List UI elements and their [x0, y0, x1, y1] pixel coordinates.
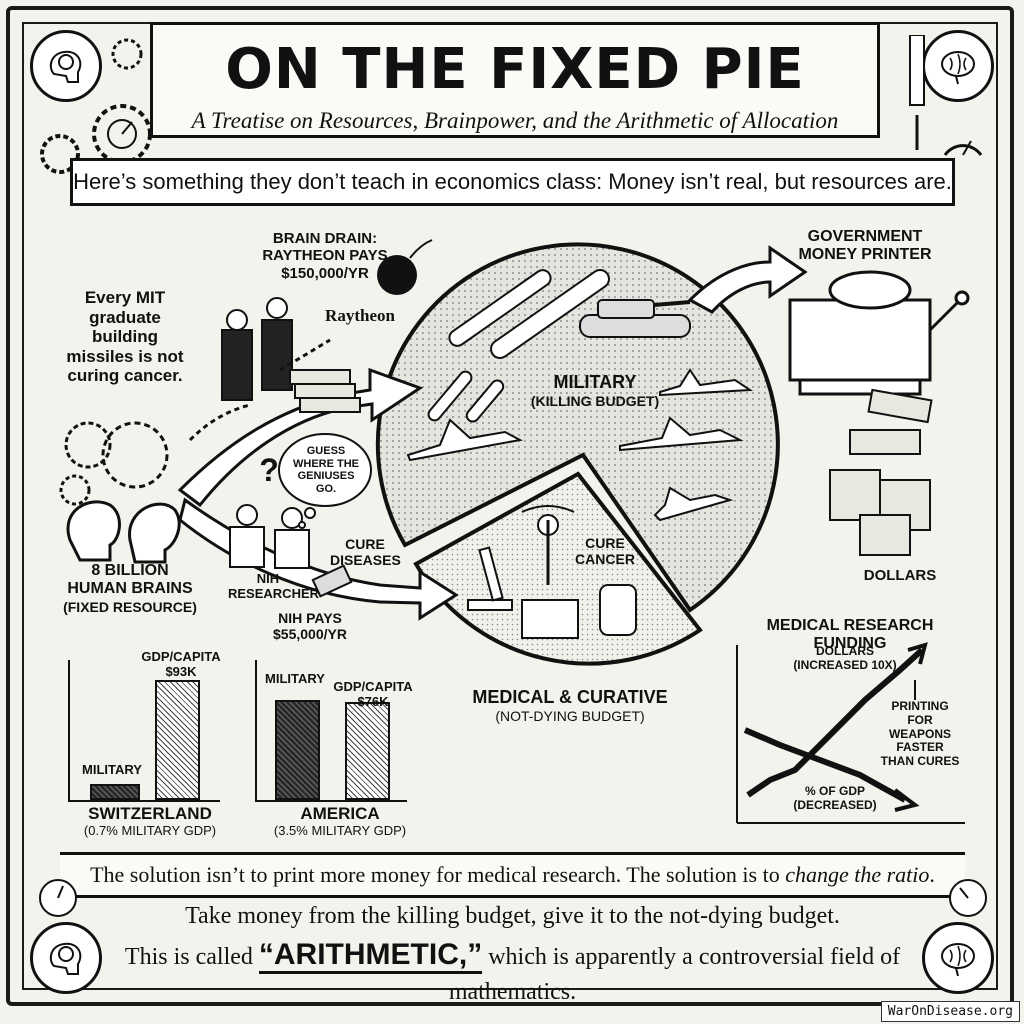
- military-label: MILITARY (KILLING BUDGET): [530, 372, 660, 409]
- america-gdp-bar: [345, 701, 390, 800]
- america-gdp-label: GDP/CAPITA$76K: [333, 679, 413, 709]
- printer-label: GOVERNMENT MONEY PRINTER: [798, 228, 932, 264]
- gdp-line: [743, 727, 907, 803]
- america-sub: (3.5% MILITARY GDP): [273, 823, 407, 838]
- nih-pays-label: NIH PAYS $55,000/YR: [273, 610, 347, 643]
- switzerland-military-bar: [90, 784, 140, 800]
- compass-icon: [39, 879, 77, 917]
- closing-line-2: This is called “ARITHMETIC,” which is ap…: [124, 937, 901, 1005]
- ruler-gauge-icon: [909, 35, 983, 156]
- gauge-icon: [949, 879, 987, 917]
- america-military-bar: [275, 700, 320, 800]
- cure-cancer-label: CURE CANCER: [575, 535, 635, 568]
- funding-note: PRINTING FOR WEAPONS FASTER THAN CURES: [880, 699, 960, 769]
- switzerland-military-label: MILITARY: [82, 762, 142, 777]
- mit-quote: Every MIT graduate building missiles is …: [66, 288, 184, 386]
- bomb-icon: [377, 255, 417, 295]
- america-military-label: MILITARY: [265, 671, 325, 686]
- outer-frame: [6, 6, 1014, 1006]
- raytheon-logo: Raytheon: [325, 306, 395, 325]
- medical-label: MEDICAL & CURATIVE (NOT-DYING BUDGET): [472, 687, 668, 724]
- dollars-label: DOLLARS: [863, 567, 937, 584]
- funding-chart-title: MEDICAL RESEARCH FUNDING: [766, 617, 934, 653]
- america-chart: [255, 660, 407, 802]
- flow-arrow-printer: [687, 245, 808, 314]
- switzerland-gdp-bar: [155, 680, 200, 800]
- switzerland-sub: (0.7% MILITARY GDP): [83, 823, 217, 838]
- funding-dollars-label: DOLLARS (INCREASED 10X): [793, 644, 897, 672]
- brain-medallion-icon: [922, 922, 994, 994]
- cure-diseases-label: CURE DISEASES: [330, 536, 401, 569]
- watermark[interactable]: WarOnDisease.org: [880, 1001, 1020, 1022]
- money-printer-icon: [788, 270, 970, 396]
- intro-banner: Here’s something they don’t teach in eco…: [70, 158, 955, 206]
- brains-label: 8 BILLION HUMAN BRAINS (FIXED RESOURCE): [63, 562, 197, 615]
- brain-drain-label: BRAIN DRAIN: RAYTHEON PAYS $150,000/YR: [262, 230, 388, 282]
- thought-bubble: [278, 433, 372, 507]
- closing-text: Take money from the killing budget, give…: [60, 900, 965, 1009]
- dollars-line: [746, 647, 925, 798]
- intro-banner-text: Here’s something they don’t teach in eco…: [73, 169, 952, 194]
- closing-line-1: Take money from the killing budget, give…: [185, 903, 840, 929]
- question-mark: ?: [259, 452, 279, 488]
- thought-bubble-text: GUESS WHERE THE GENIUSES GO.: [293, 445, 359, 495]
- brain-medallion-icon: [30, 922, 102, 994]
- funding-chart: [736, 642, 965, 824]
- switzerland-name: SWITZERLAND: [88, 804, 212, 823]
- title-plaque: ON THE FIXED PIE A Treatise on Resources…: [150, 22, 880, 138]
- page-subtitle: A Treatise on Resources, Brainpower, and…: [191, 108, 839, 133]
- america-name: AMERICA: [300, 804, 380, 823]
- switzerland-chart: [68, 660, 220, 802]
- funding-gdp-label: % OF GDP (DECREASED): [793, 784, 877, 812]
- page-title: ON THE FIXED PIE: [225, 37, 805, 102]
- solution-quote: The solution isn’t to print more money f…: [60, 852, 965, 898]
- arithmetic-word: “ARITHMETIC,”: [258, 937, 483, 974]
- nih-researcher-label: NIH RESEARCHER: [228, 571, 320, 601]
- switzerland-gdp-label: GDP/CAPITA$93K: [141, 649, 221, 679]
- brain-medallion-icon: [30, 30, 102, 102]
